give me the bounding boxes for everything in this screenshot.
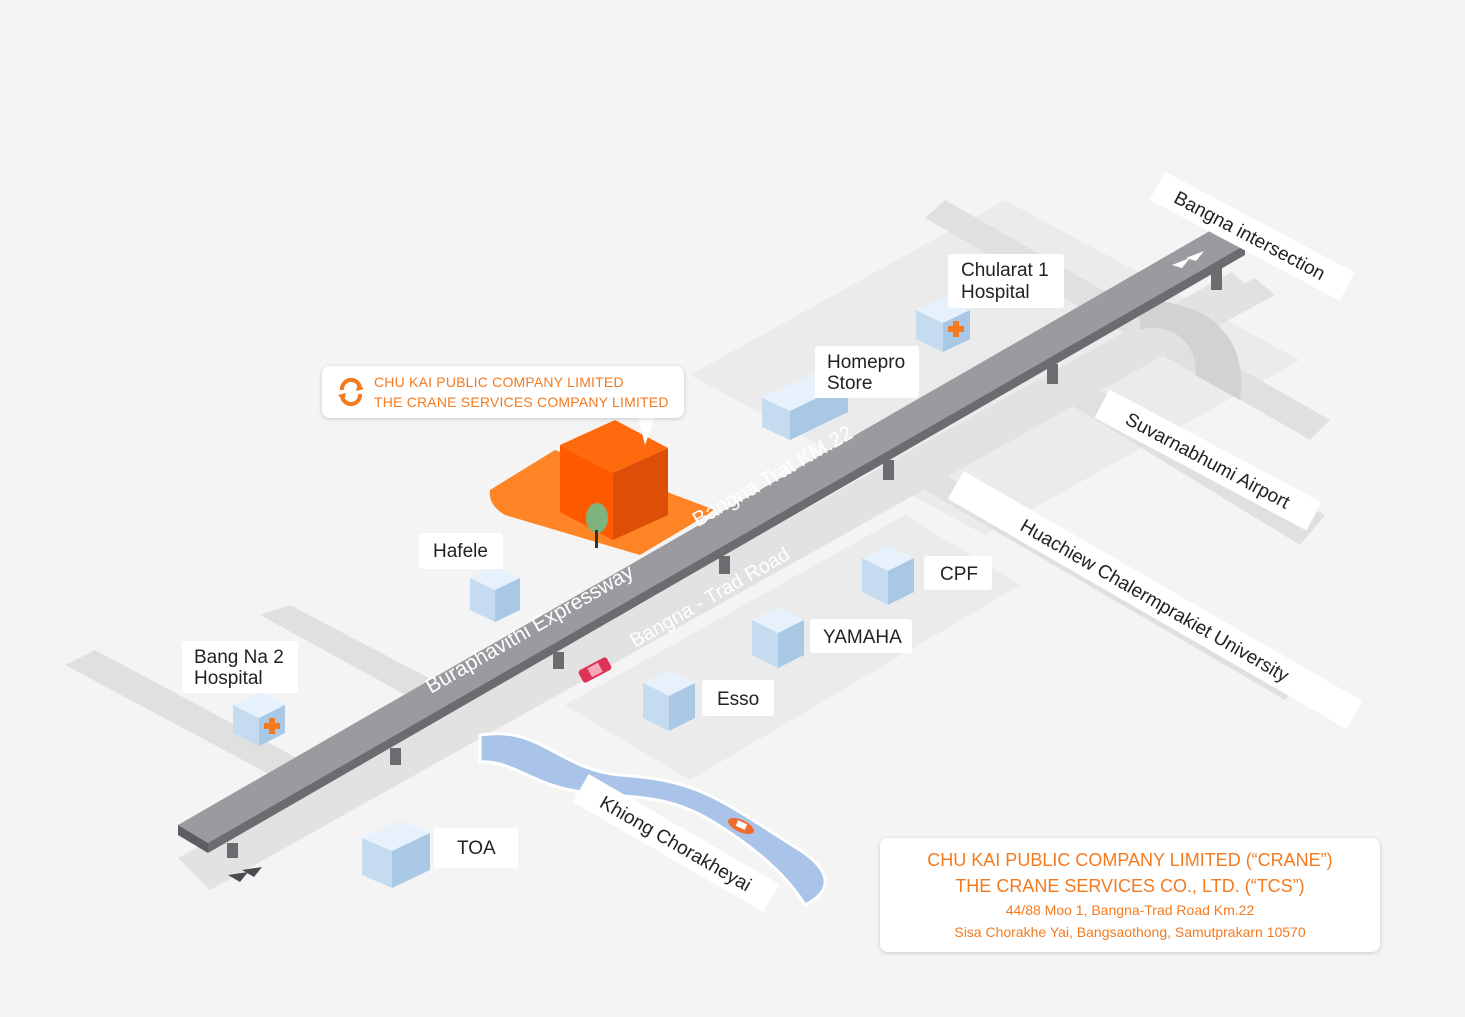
building-toa [362,820,430,888]
landmark-label-esso: Esso [702,680,774,716]
svg-text:Hafele: Hafele [433,541,488,562]
building-bangna2-hospital [233,692,285,746]
company-name-line2: THE CRANE SERVICES COMPANY LIMITED [374,394,669,410]
hospital-cross-icon [948,321,964,337]
address-subsidiary-name: THE CRANE SERVICES CO., LTD. (“TCS”) [955,876,1305,896]
landmark-label-yamaha: YAMAHA [810,619,912,653]
address-street: 44/88 Moo 1, Bangna-Trad Road Km.22 [1005,902,1255,918]
company-callout: CHU KAI PUBLIC COMPANY LIMITED THE CRANE… [322,366,684,418]
svg-text:Hospital: Hospital [961,282,1030,303]
landmark-label-chularat: Chularat 1 Hospital [948,254,1064,308]
address-district: Sisa Chorakhe Yai, Bangsaothong, Samutpr… [954,924,1306,940]
svg-text:Hospital: Hospital [194,668,263,689]
building-esso [643,670,695,731]
landmark-label-homepro: Homepro Store [815,346,919,398]
building-hafele [470,566,520,622]
svg-text:CPF: CPF [940,564,978,585]
tree-icon [586,503,608,533]
intersection-ramp [1140,300,1242,400]
svg-text:YAMAHA: YAMAHA [823,627,902,648]
svg-text:Chularat 1: Chularat 1 [961,260,1049,281]
landmark-label-hafele: Hafele [419,533,503,569]
buraphavithi-expressway [178,228,1245,858]
landmark-label-toa: TOA [434,828,518,868]
direction-arrows [228,867,262,882]
direction-arrows [1172,251,1204,268]
canal [478,732,827,907]
chu-kai-logo-icon [338,378,364,406]
car-icon [578,657,612,683]
svg-text:Huachiew Chalermprakiet Univer: Huachiew Chalermprakiet University [1016,516,1292,688]
landmark-label-cpf: CPF [924,556,992,590]
svg-text:Homepro: Homepro [827,352,905,373]
svg-text:Suvarnabhumi Airport: Suvarnabhumi Airport [1122,409,1294,514]
svg-text:TOA: TOA [457,838,496,859]
hospital-cross-icon [264,718,280,734]
address-company-name: CHU KAI PUBLIC COMPANY LIMITED (“CRANE”) [927,850,1333,870]
svg-text:Bang Na 2: Bang Na 2 [194,647,284,668]
callout-pointer [638,417,655,445]
boat-icon [728,817,754,835]
address-box: CHU KAI PUBLIC COMPANY LIMITED (“CRANE”)… [880,838,1380,952]
bangna-trad-road [178,272,1262,890]
company-name-line1: CHU KAI PUBLIC COMPANY LIMITED [374,374,624,390]
building-cpf [862,545,914,605]
svg-text:Store: Store [827,373,872,394]
building-yamaha [752,607,804,668]
svg-text:Esso: Esso [717,689,759,710]
company-site [489,420,715,555]
landmark-label-bangna2: Bang Na 2 Hospital [182,641,298,693]
